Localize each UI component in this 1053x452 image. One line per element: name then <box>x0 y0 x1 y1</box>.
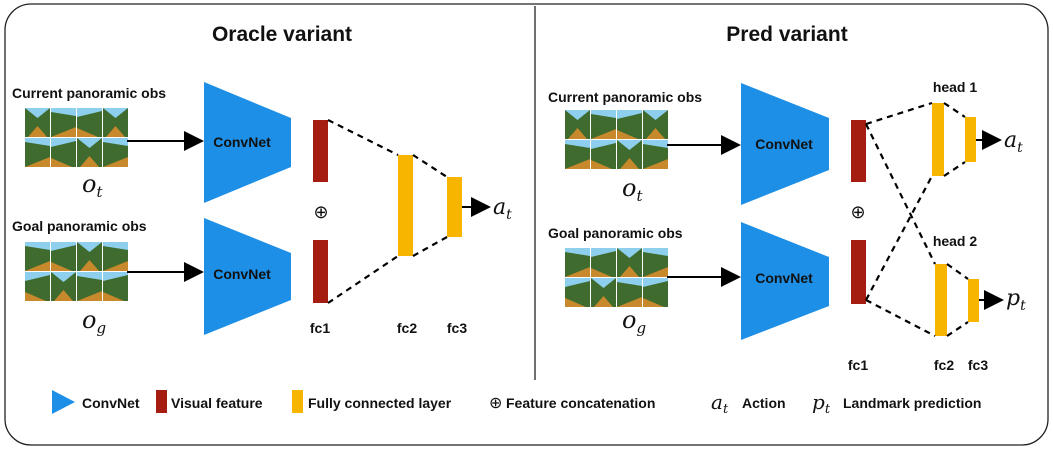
legend-visual-feature-swatch <box>156 390 167 413</box>
oracle-visual-feature-goal <box>313 240 328 303</box>
legend-action-label: Action <box>742 395 786 411</box>
pred-head2-fc3 <box>968 279 979 322</box>
panorama-tile <box>617 140 642 169</box>
panorama-tile <box>591 278 616 307</box>
pred-current-obs-label: Current panoramic obs <box>548 89 702 105</box>
panorama-tile <box>25 242 50 271</box>
legend-visual-feature-label: Visual feature <box>171 395 263 411</box>
oracle-convnet-bottom-label: ConvNet <box>213 266 271 282</box>
pred-fc1-label: fc1 <box>848 357 868 373</box>
oracle-goal-panorama <box>25 242 128 301</box>
pred-output1-symbol: at <box>1004 128 1023 156</box>
oracle-concat-symbol: ⊕ <box>313 202 328 223</box>
panorama-tile <box>565 248 590 277</box>
panorama-tile <box>51 138 76 167</box>
panorama-tile <box>617 278 642 307</box>
pred-convnet-bottom <box>741 222 829 340</box>
pred-head1-label: head 1 <box>933 79 978 95</box>
panorama-tile <box>51 272 76 301</box>
pred-concat-symbol: ⊕ <box>850 202 865 223</box>
pred-goal-obs-label: Goal panoramic obs <box>548 225 683 241</box>
pred-visual-feature-current <box>851 120 866 182</box>
panorama-tile <box>565 110 590 139</box>
panorama-tile <box>617 248 642 277</box>
legend-fully-connected-swatch <box>292 390 303 413</box>
oracle-fc2-label: fc2 <box>397 320 417 336</box>
panorama-tile <box>617 110 642 139</box>
panorama-tile <box>565 278 590 307</box>
legend-action-symbol: at <box>711 390 729 417</box>
panorama-tile <box>51 242 76 271</box>
pred-visual-feature-goal <box>851 240 866 304</box>
panorama-tile <box>591 248 616 277</box>
panorama-tile <box>25 272 50 301</box>
oracle-fc3-label: fc3 <box>447 320 467 336</box>
pred-head2-fc2 <box>935 264 947 336</box>
pred-title: Pred variant <box>726 23 847 46</box>
oracle-goal-obs-label: Goal panoramic obs <box>12 218 147 234</box>
pred-connections <box>865 101 969 337</box>
oracle-fc1-label: fc1 <box>310 320 330 336</box>
panorama-tile <box>77 138 102 167</box>
panorama-tile <box>103 242 128 271</box>
pred-current-obs-symbol: ot <box>622 174 643 205</box>
oracle-fc3 <box>447 177 462 237</box>
panorama-tile <box>25 138 50 167</box>
pred-goal-obs-symbol: og <box>622 306 646 337</box>
oracle-current-obs-label: Current panoramic obs <box>12 85 166 101</box>
oracle-goal-obs-symbol: og <box>82 306 106 337</box>
oracle-panel: Oracle variant Current panoramic obs ot … <box>12 23 512 337</box>
pred-panel: Pred variant Current panoramic obs ot Go… <box>548 23 1026 373</box>
panorama-tile <box>77 108 102 137</box>
pred-fc2-label: fc2 <box>934 357 954 373</box>
pred-output2-symbol: pt <box>1006 286 1026 314</box>
legend-convnet-label: ConvNet <box>82 395 140 411</box>
legend-concat-label: Feature concatenation <box>506 395 655 411</box>
panorama-tile <box>103 138 128 167</box>
oracle-convnet-top <box>204 82 291 203</box>
outer-frame <box>4 3 1049 446</box>
oracle-connections <box>327 119 448 304</box>
pred-convnet-bottom-label: ConvNet <box>755 270 813 286</box>
oracle-title: Oracle variant <box>212 23 352 46</box>
panorama-tile <box>103 272 128 301</box>
panorama-tile <box>77 272 102 301</box>
panorama-tile <box>103 108 128 137</box>
panorama-tile <box>77 242 102 271</box>
oracle-output-symbol: at <box>493 195 512 223</box>
panorama-tile <box>643 110 668 139</box>
oracle-visual-feature-current <box>313 120 328 182</box>
pred-convnet-top <box>741 83 829 205</box>
oracle-current-panorama <box>25 108 128 167</box>
panorama-tile <box>565 140 590 169</box>
oracle-convnet-top-label: ConvNet <box>213 134 271 150</box>
legend-landmark-label: Landmark prediction <box>843 395 981 411</box>
pred-current-panorama <box>565 110 668 169</box>
legend-concat-symbol: ⊕ <box>489 393 502 412</box>
legend-convnet-swatch <box>52 390 75 414</box>
pred-fc3-label: fc3 <box>968 357 988 373</box>
pred-convnet-top-label: ConvNet <box>755 136 813 152</box>
legend-fully-connected-label: Fully connected layer <box>308 395 452 411</box>
pred-head2-label: head 2 <box>933 233 978 249</box>
panorama-tile <box>591 140 616 169</box>
legend-landmark-symbol: pt <box>812 390 831 417</box>
panorama-tile <box>643 140 668 169</box>
panorama-tile <box>25 108 50 137</box>
oracle-fc2 <box>398 155 413 256</box>
panorama-tile <box>643 248 668 277</box>
pred-head1-fc2 <box>932 103 944 176</box>
panorama-tile <box>643 278 668 307</box>
panorama-tile <box>51 108 76 137</box>
panorama-tile <box>591 110 616 139</box>
oracle-convnet-bottom <box>204 218 291 335</box>
pred-goal-panorama <box>565 248 668 307</box>
legend: ConvNet Visual feature Fully connected l… <box>52 390 981 417</box>
pred-head1-fc3 <box>965 117 976 162</box>
oracle-current-obs-symbol: ot <box>82 170 103 201</box>
